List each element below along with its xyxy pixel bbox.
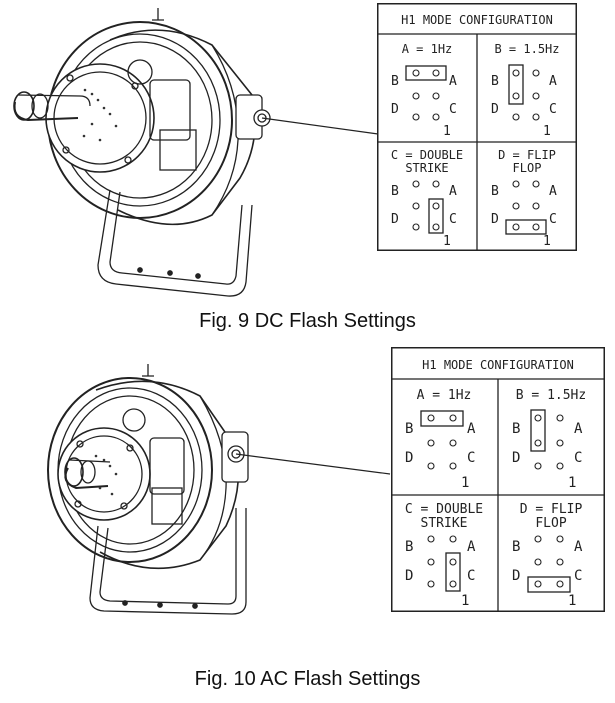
pin-label-1: 1 xyxy=(568,593,576,609)
cell-title-line2: FLOP xyxy=(513,161,542,175)
pin-label-d: D xyxy=(491,212,499,227)
pin-label-b: B xyxy=(391,184,399,199)
pin-label-c: C xyxy=(449,212,457,227)
pin-label-1: 1 xyxy=(443,234,451,249)
cell-title: A = 1Hz xyxy=(402,42,453,56)
pin-label-c: C xyxy=(574,568,582,584)
cell-b-1-5hz: B = 1.5Hz B A D C 1 xyxy=(491,42,560,139)
pin-label-1: 1 xyxy=(543,124,551,139)
pin-label-d: D xyxy=(391,212,399,227)
pin-label-c: C xyxy=(549,212,557,227)
pin-label-a: A xyxy=(549,74,557,89)
pin-label-1: 1 xyxy=(461,593,469,609)
pin-label-1: 1 xyxy=(443,124,451,139)
pin-label-a: A xyxy=(574,421,583,437)
figure-caption-dc: Fig. 9 DC Flash Settings xyxy=(199,310,416,332)
pin-label-b: B xyxy=(512,539,520,555)
strobe-light-illustration-dc xyxy=(13,8,271,297)
pin-label-b: B xyxy=(405,539,413,555)
cell-c-double-strike: C = DOUBLE STRIKE B A D C 1 xyxy=(405,502,483,609)
jumper xyxy=(530,409,546,452)
pin-label-a: A xyxy=(467,539,476,555)
cell-title: C = DOUBLE xyxy=(391,148,463,162)
leader-line-ac xyxy=(235,453,391,475)
cell-title: C = DOUBLE xyxy=(405,502,483,517)
pin-label-d: D xyxy=(512,568,520,584)
pin-label-b: B xyxy=(405,421,413,437)
cell-a-1hz: A = 1Hz B A D C 1 xyxy=(405,388,476,491)
cell-d-flip-flop: D = FLIP FLOP B A D C 1 xyxy=(491,148,557,249)
cell-title: D = FLIP xyxy=(520,502,583,517)
pin-label-c: C xyxy=(574,450,582,466)
pin-label-c: C xyxy=(449,102,457,117)
h1-mode-panel-dc: H1 MODE CONFIGURATION A = 1Hz B A D C 1 … xyxy=(377,3,577,251)
pin-label-a: A xyxy=(549,184,557,199)
pin-label-b: B xyxy=(391,74,399,89)
cell-title-line2: STRIKE xyxy=(421,516,468,531)
panel-title: H1 MODE CONFIGURATION xyxy=(401,13,553,27)
h1-mode-panel-ac: H1 MODE CONFIGURATION A = 1Hz B A D C 1 … xyxy=(391,347,605,612)
cell-title: B = 1.5Hz xyxy=(494,42,559,56)
strobe-light-illustration-ac xyxy=(47,364,249,615)
pin-label-c: C xyxy=(467,450,475,466)
jumper xyxy=(445,552,461,592)
pin-label-b: B xyxy=(512,421,520,437)
pin-label-1: 1 xyxy=(568,475,576,491)
pin-label-1: 1 xyxy=(543,234,551,249)
pin-label-d: D xyxy=(391,102,399,117)
pin-label-d: D xyxy=(512,450,520,466)
jumper xyxy=(527,576,571,593)
cell-title: A = 1Hz xyxy=(417,388,472,403)
cell-title: D = FLIP xyxy=(498,148,556,162)
cell-title-line2: FLOP xyxy=(535,516,566,531)
figure-caption-ac: Fig. 10 AC Flash Settings xyxy=(194,668,421,690)
leader-line-dc xyxy=(261,117,379,135)
cell-title-line2: STRIKE xyxy=(405,161,448,175)
pin-label-c: C xyxy=(467,568,475,584)
pin-label-1: 1 xyxy=(461,475,469,491)
cell-d-flip-flop: D = FLIP FLOP B A D C 1 xyxy=(512,502,583,609)
pin-label-d: D xyxy=(405,568,413,584)
pin-label-c: C xyxy=(549,102,557,117)
pin-label-d: D xyxy=(405,450,413,466)
pin-label-d: D xyxy=(491,102,499,117)
pin-label-a: A xyxy=(449,74,457,89)
jumper xyxy=(428,198,444,234)
pin-label-a: A xyxy=(449,184,457,199)
panel-title: H1 MODE CONFIGURATION xyxy=(422,358,574,372)
pin-label-a: A xyxy=(574,539,583,555)
jumper xyxy=(420,410,464,427)
cell-c-double-strike: C = DOUBLE STRIKE B A D C 1 xyxy=(391,148,463,249)
cell-a-1hz: A = 1Hz B A D C 1 xyxy=(391,42,457,139)
pin-label-a: A xyxy=(467,421,476,437)
jumper xyxy=(405,65,447,81)
jumper xyxy=(505,219,547,235)
cell-b-1-5hz: B = 1.5Hz B A D C 1 xyxy=(512,388,586,491)
pin-label-b: B xyxy=(491,74,499,89)
cell-title: B = 1.5Hz xyxy=(516,388,586,403)
jumper xyxy=(508,64,524,105)
pin-label-b: B xyxy=(491,184,499,199)
